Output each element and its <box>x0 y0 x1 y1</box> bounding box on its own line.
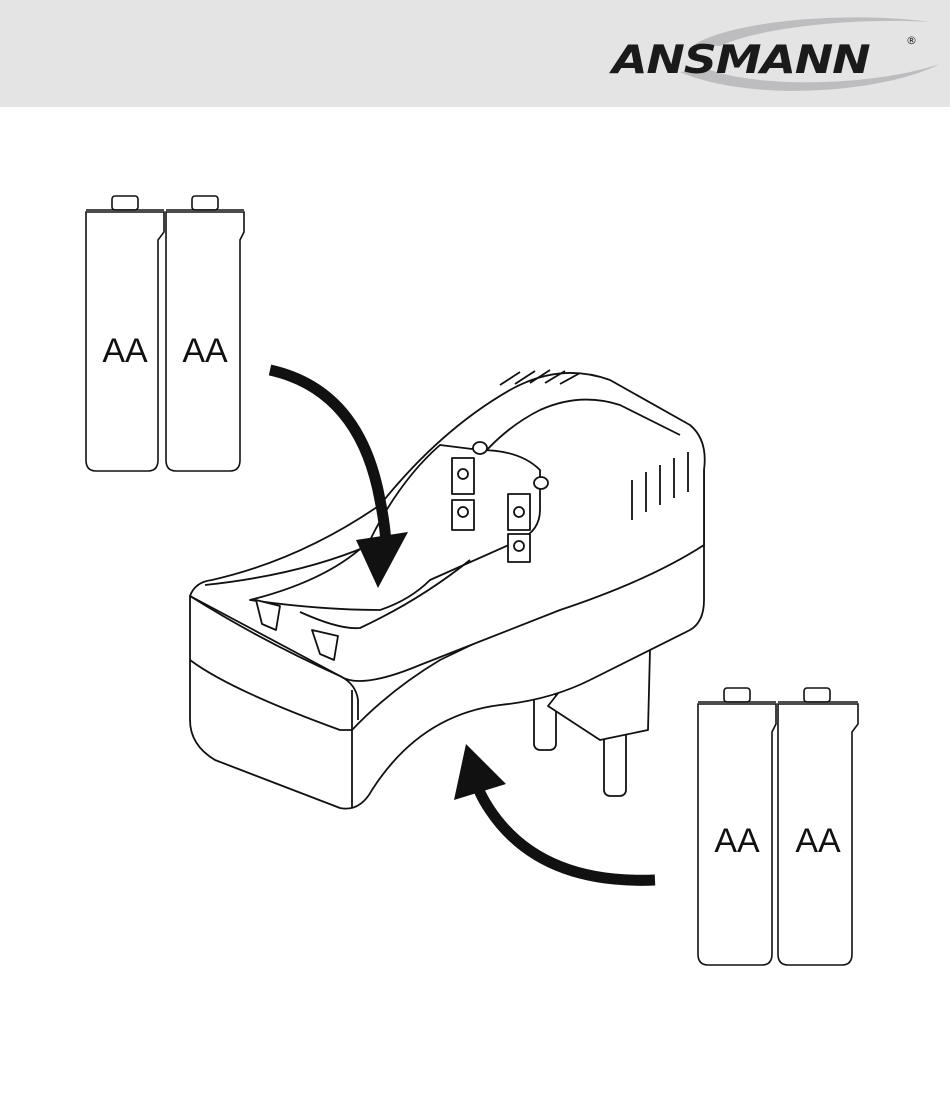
charger-icon <box>190 370 705 809</box>
battery-label: AA <box>182 332 228 370</box>
battery-label: AA <box>795 822 841 860</box>
battery-icon: AA <box>166 196 244 471</box>
battery-group-bottom: AA AA <box>698 688 858 965</box>
battery-icon: AA <box>698 688 776 965</box>
battery-icon: AA <box>778 688 858 965</box>
battery-icon: AA <box>86 196 164 471</box>
battery-label: AA <box>102 332 148 370</box>
battery-group-top: AA AA <box>86 196 244 471</box>
battery-label: AA <box>714 822 760 860</box>
